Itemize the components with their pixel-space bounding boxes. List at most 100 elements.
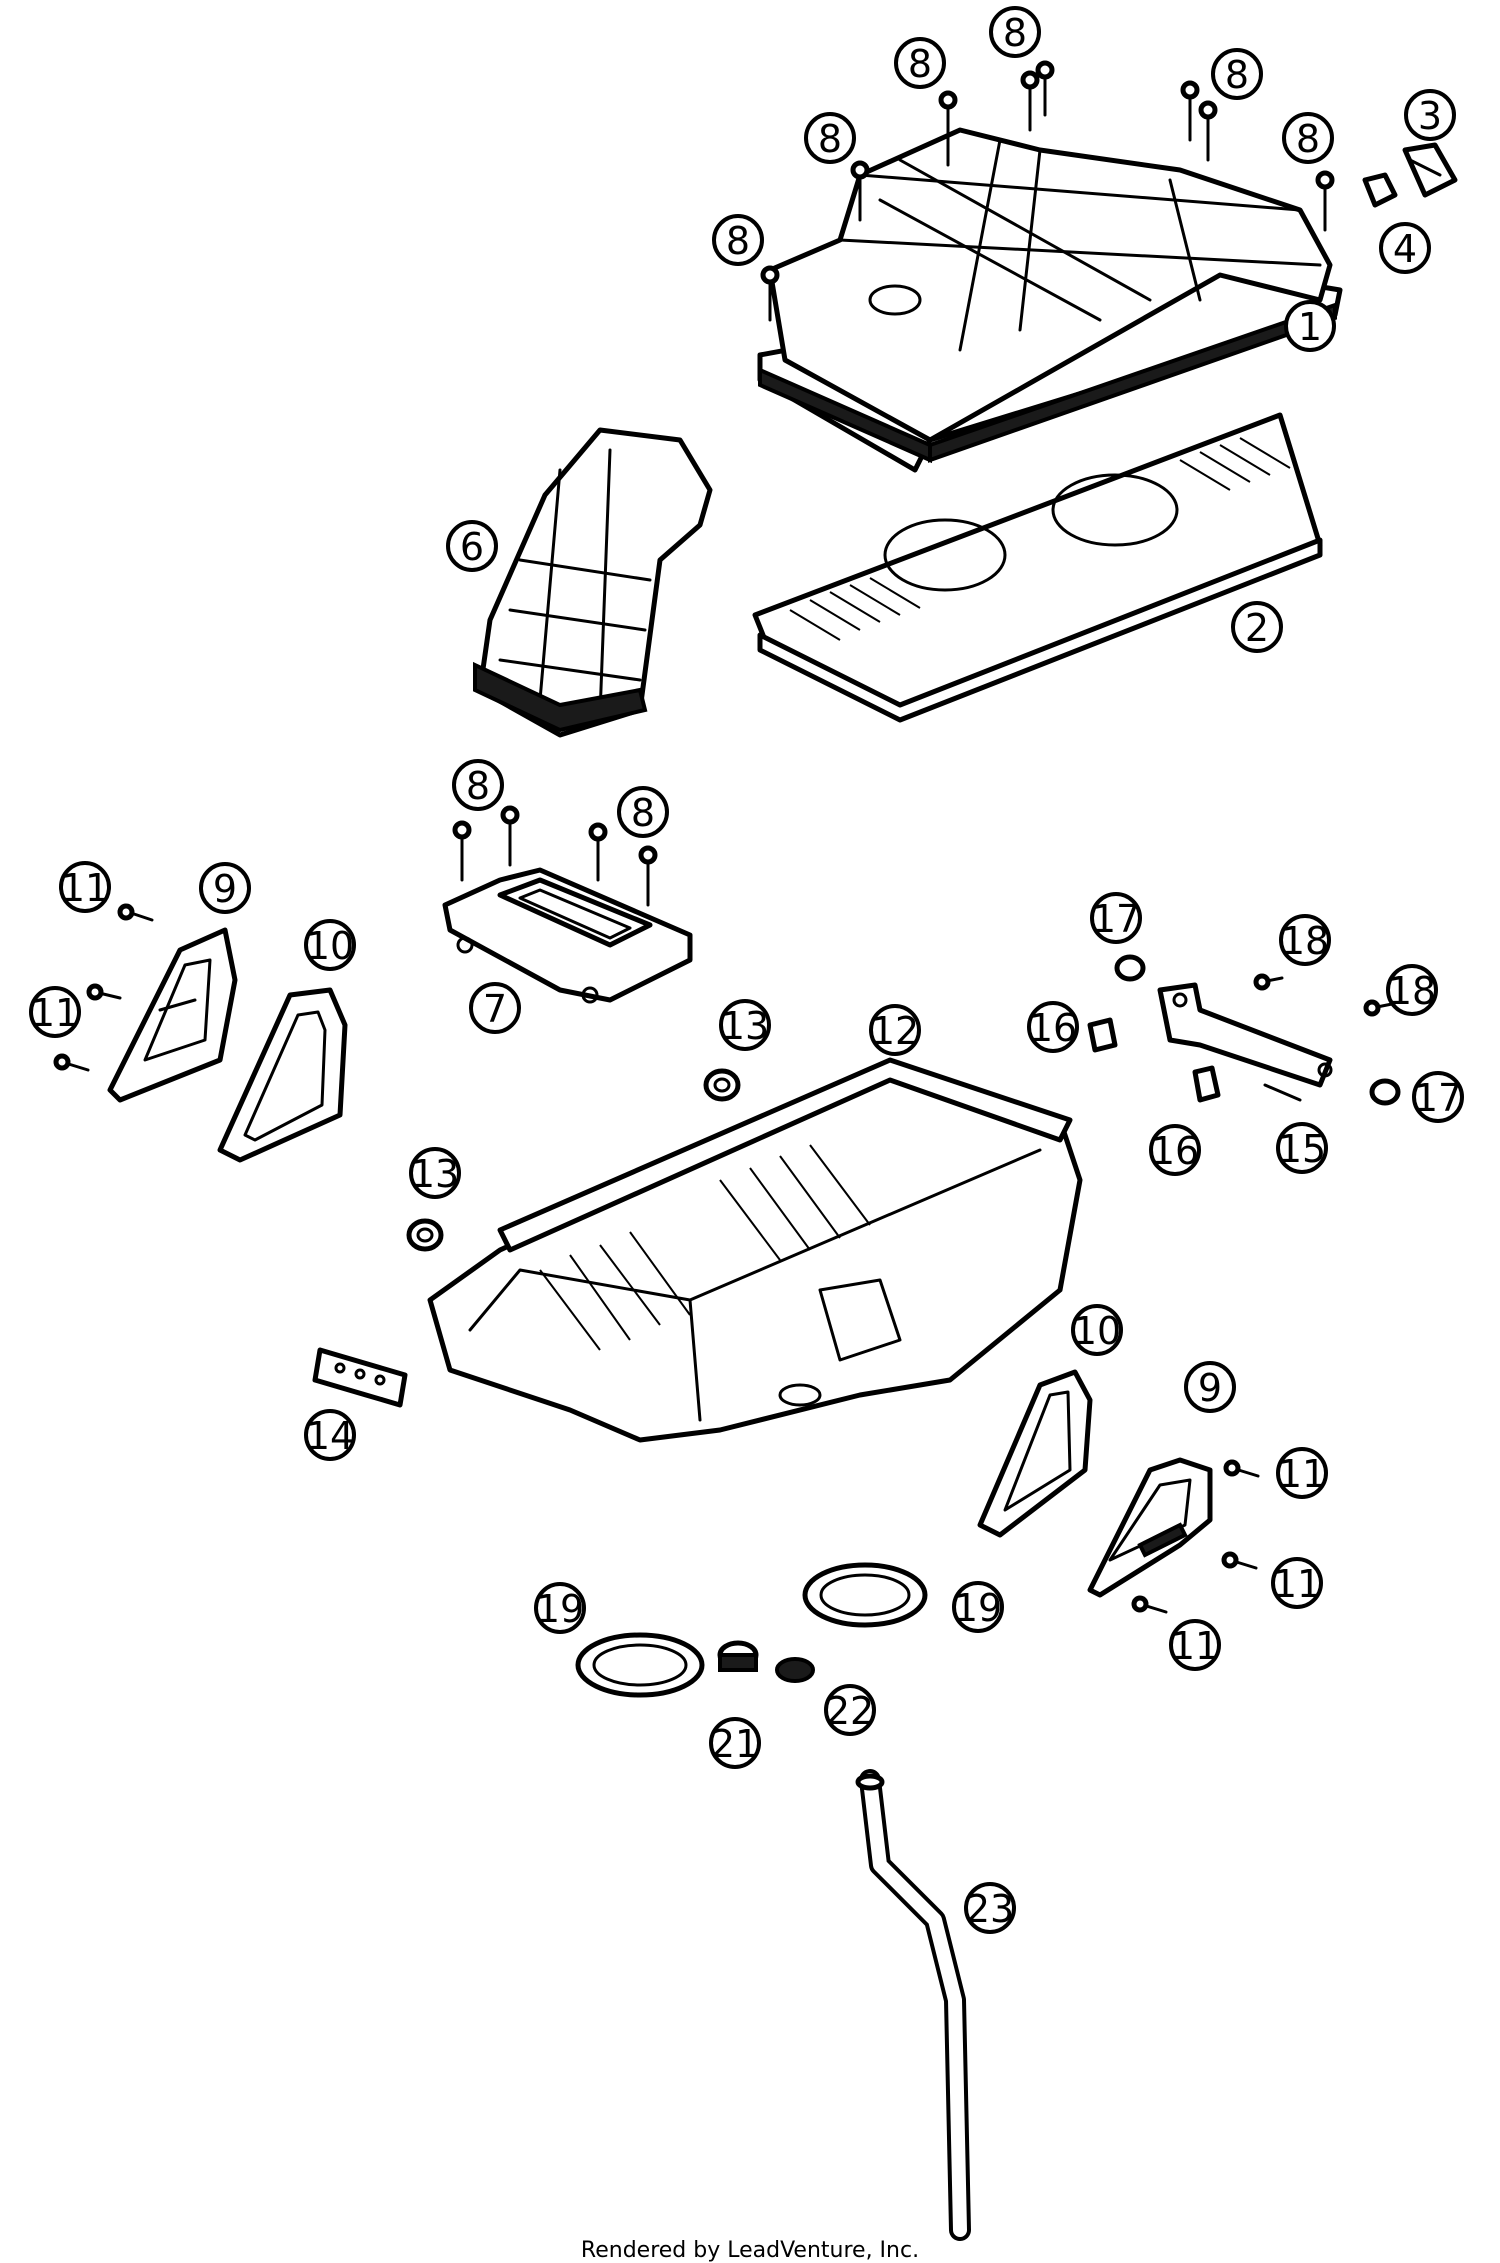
callout-21: 21 (709, 1717, 761, 1769)
callout-11-d: 11 (1271, 1557, 1323, 1609)
svg-text:16: 16 (1029, 1006, 1077, 1050)
callout-9-left: 9 (199, 862, 251, 914)
rubber-strip-14 (312, 1347, 408, 1408)
svg-text:3: 3 (1418, 94, 1442, 138)
callout-22: 22 (824, 1684, 876, 1736)
grommet-13-upper (703, 1068, 741, 1102)
plug-21 (717, 1640, 759, 1672)
seal-ring-19-right (802, 1562, 928, 1628)
callout-9-right: 9 (1184, 1361, 1236, 1413)
svg-text:13: 13 (411, 1152, 459, 1196)
callout-13-lower: 13 (409, 1147, 461, 1199)
callout-18-lower: 18 (1386, 964, 1438, 1016)
callout-19-right: 19 (952, 1581, 1004, 1633)
svg-text:22: 22 (826, 1689, 874, 1733)
svg-text:8: 8 (1296, 117, 1320, 161)
side-plate-left (107, 927, 238, 1103)
svg-text:8: 8 (818, 117, 842, 161)
svg-text:18: 18 (1281, 919, 1329, 963)
svg-text:11: 11 (1171, 1624, 1219, 1668)
svg-text:1: 1 (1298, 305, 1322, 349)
svg-text:12: 12 (871, 1009, 919, 1053)
plug-22 (775, 1657, 815, 1683)
svg-text:13: 13 (721, 1004, 769, 1048)
screws-18 (1253, 973, 1394, 1017)
clip-nut-16-lower (1192, 1065, 1221, 1103)
rendered-by-credit: Rendered by LeadVenture, Inc. (580, 2238, 920, 2263)
callout-6: 6 (446, 520, 498, 572)
svg-text:8: 8 (1003, 11, 1027, 55)
svg-text:8: 8 (908, 42, 932, 86)
svg-text:9: 9 (213, 867, 237, 911)
svg-text:17: 17 (1092, 897, 1140, 941)
svg-text:7: 7 (483, 987, 507, 1031)
svg-text:8: 8 (466, 764, 490, 808)
callout-1: 1 (1284, 300, 1336, 352)
svg-text:2: 2 (1245, 606, 1269, 650)
air-box-cover (757, 127, 1343, 473)
callout-8-a: 8 (989, 6, 1041, 58)
callout-10-left: 10 (304, 919, 356, 971)
svg-text:16: 16 (1151, 1129, 1199, 1173)
callout-11-a: 11 (59, 861, 111, 913)
svg-text:10: 10 (1073, 1309, 1121, 1353)
callout-19-left: 19 (534, 1582, 586, 1634)
svg-text:15: 15 (1278, 1127, 1326, 1171)
callout-11-c: 11 (1276, 1447, 1328, 1499)
svg-text:10: 10 (306, 924, 354, 968)
svg-text:18: 18 (1388, 969, 1436, 1013)
air-box-body (427, 1057, 1083, 1443)
svg-text:21: 21 (711, 1722, 759, 1766)
callout-8-b: 8 (894, 37, 946, 89)
svg-text:14: 14 (306, 1414, 354, 1458)
screws-8 (452, 60, 1335, 907)
callout-8-h: 8 (617, 786, 669, 838)
screws-11 (53, 903, 1260, 1614)
callout-16-upper: 16 (1027, 1001, 1079, 1053)
svg-text:23: 23 (966, 1887, 1014, 1931)
callout-8-c: 8 (1211, 48, 1263, 100)
callout-8-f: 8 (712, 214, 764, 266)
svg-text:19: 19 (954, 1586, 1002, 1630)
side-gasket-right (977, 1369, 1093, 1538)
callout-3: 3 (1404, 89, 1456, 141)
intake-boot (473, 427, 713, 738)
svg-text:17: 17 (1414, 1076, 1462, 1120)
svg-text:8: 8 (726, 219, 750, 263)
rubber-bushing-17-upper (1114, 954, 1146, 982)
callout-17-upper: 17 (1090, 892, 1142, 944)
side-plate-right (1087, 1457, 1213, 1598)
callout-23: 23 (964, 1882, 1016, 1934)
svg-text:11: 11 (1273, 1562, 1321, 1606)
clip-nut-16-upper (1087, 1017, 1118, 1053)
callout-11-e: 11 (1169, 1619, 1221, 1671)
callout-11-b: 11 (29, 986, 81, 1038)
seal-ring-19-left (575, 1632, 705, 1698)
svg-text:4: 4 (1393, 227, 1417, 271)
callout-14: 14 (304, 1409, 356, 1461)
grommet-13-lower (406, 1218, 444, 1252)
svg-text:8: 8 (1225, 53, 1249, 97)
svg-text:11: 11 (61, 866, 109, 910)
callout-2: 2 (1231, 601, 1283, 653)
callout-8-e: 8 (1282, 112, 1334, 164)
air-filter (752, 412, 1323, 723)
gasket-4 (1362, 172, 1398, 208)
callout-10-right: 10 (1071, 1304, 1123, 1356)
drain-hose-23 (855, 1769, 971, 2241)
callout-8-g: 8 (452, 759, 504, 811)
svg-text:8: 8 (631, 791, 655, 835)
clip-3 (1402, 142, 1458, 198)
callout-18-upper: 18 (1279, 914, 1331, 966)
callout-8-d: 8 (804, 112, 856, 164)
callout-17-lower: 17 (1412, 1071, 1464, 1123)
callout-12: 12 (869, 1004, 921, 1056)
svg-text:19: 19 (536, 1587, 584, 1631)
svg-text:6: 6 (460, 525, 484, 569)
svg-text:11: 11 (31, 991, 79, 1035)
bracket-15 (1157, 982, 1333, 1102)
side-gasket-left (217, 987, 348, 1163)
svg-text:9: 9 (1198, 1366, 1222, 1410)
callout-7: 7 (469, 982, 521, 1034)
